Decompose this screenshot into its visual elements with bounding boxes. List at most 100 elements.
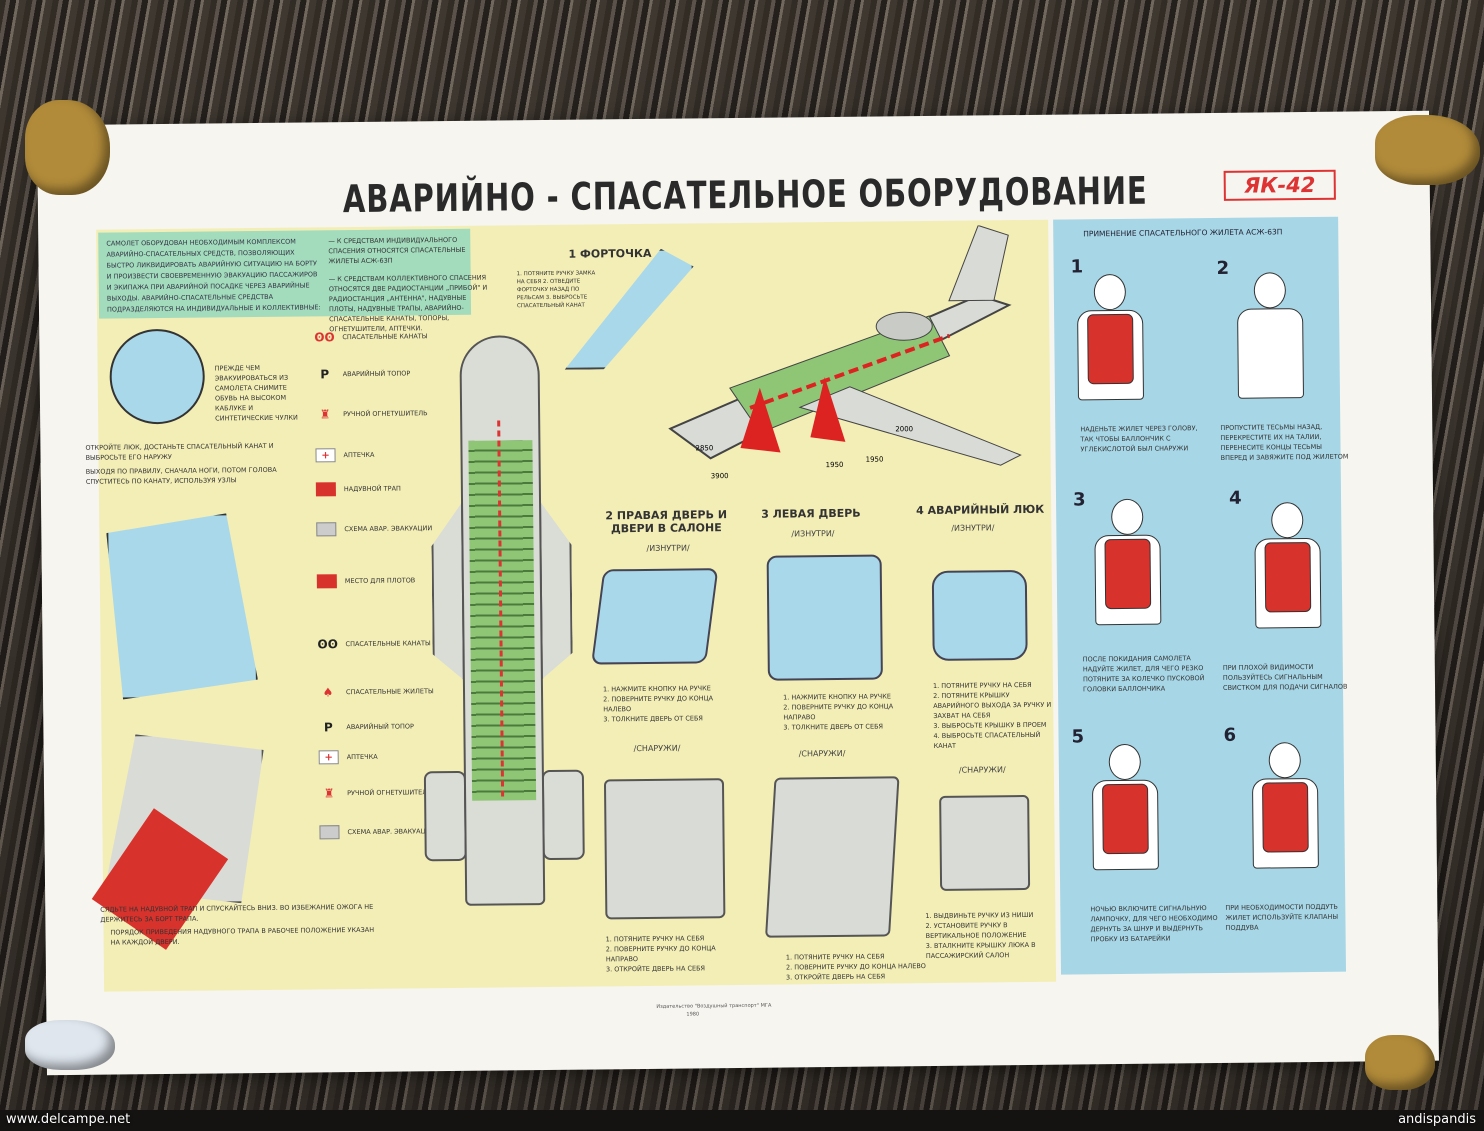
legend-item: Схема авар. эвакуации	[316, 521, 433, 537]
legend-label: Аптечка	[346, 752, 378, 762]
legend-item: P Аварийный топор	[315, 366, 411, 381]
section-outside: /СНАРУЖИ/	[798, 748, 846, 759]
fortochka-title: 1 ФОРТОЧКА	[568, 246, 652, 261]
dim-label: 3900	[711, 472, 729, 480]
inside-steps: 1. Нажмите кнопку на ручке2. Поверните р…	[603, 683, 713, 724]
fortochka-steps: 1. Потяните ручку замка на себя 2. Отвед…	[516, 270, 596, 310]
legend-label: Место для плотов	[344, 576, 416, 586]
section-title: 3 ЛЕВАЯ ДВЕРЬ	[761, 506, 861, 521]
vest-figure	[1084, 743, 1165, 885]
vest-figure	[1069, 273, 1150, 415]
section-outside: /СНАРУЖИ/	[633, 743, 681, 754]
hatch-note: Откройте люк, достаньте спасательный кан…	[85, 441, 274, 462]
legend-label: Надувной трап	[343, 484, 401, 494]
section-outside: /СНАРУЖИ/	[958, 765, 1006, 775]
poster-title: АВАРИЙНО - СПАСАТЕЛЬНОЕ ОБОРУДОВАНИЕ	[342, 168, 1148, 222]
shoes-note: Прежде чем эвакуироваться из самолета сн…	[214, 363, 298, 423]
brass-figurine	[1375, 115, 1480, 185]
outside-steps: 1. Выдвиньте ручку из ниши2. Установите …	[925, 910, 1056, 961]
raft-icon	[316, 574, 337, 589]
legend-label: Аварийный топор	[342, 369, 411, 379]
step: 2. Поверните ручку до конца направо	[783, 702, 894, 722]
step: 2. Потяните крышку аварийного выхода за …	[933, 691, 1052, 720]
vest-figure	[1229, 272, 1310, 413]
legend-label: Ручной огнетушитель	[343, 409, 428, 419]
watermark-left: www.delcampe.net	[6, 1112, 131, 1127]
legend-label: Схема авар. эвакуации	[347, 827, 436, 837]
legend-item: + Аптечка	[318, 750, 378, 765]
hatch-inside-illustration	[931, 569, 1028, 661]
step: 2. Установите ручку в вертикальное полож…	[925, 921, 1027, 941]
evacuation-scheme-icon	[319, 825, 340, 840]
dim-label: 1950	[826, 461, 844, 469]
dim-label: 2000	[895, 425, 913, 433]
extinguisher-icon: ♜	[319, 407, 331, 422]
legend-item: ♠Спасательные жилеты	[318, 684, 434, 699]
evacuation-scheme-icon	[316, 522, 337, 537]
step-caption: При необходимости поддуть жилет использу…	[1225, 902, 1339, 932]
legend-item: ♜Ручной огнетушитель	[319, 785, 432, 800]
porcelain-figurine	[25, 1020, 115, 1070]
aircraft-badge: ЯК-42	[1223, 169, 1336, 201]
step-caption: При плохой видимости пользуйтесь сигналь…	[1222, 662, 1348, 692]
aircraft-3d-illustration: 2850 1950 3900 1950 2000	[668, 224, 1022, 480]
legend-item: Схема авар. эвакуации	[319, 824, 436, 840]
floor-strip	[0, 1110, 1484, 1131]
legend-item: PАварийный топор	[318, 719, 414, 734]
axe-icon: P	[320, 367, 330, 382]
first-aid-icon: +	[318, 750, 339, 765]
legend-item: +Аптечка	[315, 448, 375, 463]
legend-label: Схема авар. эвакуации	[344, 524, 433, 534]
year: 1980	[686, 1011, 700, 1018]
step-number: 4	[1228, 487, 1242, 509]
step: 3. Откройте дверь на себя	[605, 964, 706, 974]
first-aid-icon: +	[315, 448, 336, 463]
slide-icon	[315, 482, 336, 497]
inside-steps: 1. Потяните ручку на себя2. Потяните кры…	[933, 680, 1054, 751]
slide-note-2: Порядок приведения надувного трапа в раб…	[110, 925, 375, 947]
rope-icon: ʘʘ	[314, 330, 335, 345]
door-outside-illustration	[765, 776, 900, 938]
poster: АВАРИЙНО - СПАСАТЕЛЬНОЕ ОБОРУДОВАНИЕ ЯК-…	[37, 110, 1439, 1076]
rope-icon: ʘʘ	[317, 637, 338, 652]
axe-icon: P	[323, 720, 333, 735]
legend-item: ʘʘ Спасательные канаты	[317, 636, 430, 651]
legend-item: Место для плотов	[316, 573, 416, 589]
shoe-illustration	[109, 328, 206, 425]
intro-right-1: — к средствам индивидуального спасения о…	[328, 235, 466, 266]
publisher: Издательство "Воздушный транспорт" МГА	[656, 1002, 772, 1010]
section-title: 2 ПРАВАЯ ДВЕРЬ И ДВЕРИ В САЛОНЕ	[605, 508, 728, 536]
life-vest-icon: ♠	[322, 685, 334, 700]
intro-right-2: — к средствам коллективного спасения отн…	[328, 273, 488, 334]
intro-right: — к средствам индивидуального спасения о…	[328, 235, 489, 333]
slide-note: Сядьте на надувной трап и спускайтесь вн…	[100, 902, 374, 924]
door-inside-illustration	[591, 568, 719, 665]
brass-figurine	[1365, 1035, 1435, 1090]
step: 4. Выбросьте спасательный канат	[933, 730, 1041, 750]
rope-note: Выходя по правилу, сначала ноги, потом г…	[85, 465, 277, 486]
vest-figure	[1086, 498, 1167, 640]
vest-figure	[1244, 742, 1325, 883]
section-inside: /ИЗНУТРИ/	[791, 528, 835, 539]
dim-label: 1950	[866, 455, 884, 463]
legend-item: ʘʘ Спасательные канаты	[314, 329, 427, 344]
extinguisher-icon: ♜	[323, 786, 335, 801]
vest-figure	[1246, 502, 1327, 643]
step-number: 3	[1072, 489, 1086, 511]
outside-steps: 1. Потяните ручку на себя2. Поверните ру…	[786, 951, 926, 982]
inside-steps: 1. Нажмите кнопку на ручке2. Поверните р…	[783, 691, 903, 732]
legend-label: Спасательные канаты	[345, 639, 431, 649]
hatch-outside-illustration	[939, 794, 1031, 891]
section-title: 4 АВАРИЙНЫЙ ЛЮК	[916, 502, 1045, 518]
step: 3. Толкните дверь от себя	[603, 714, 703, 724]
left-engine	[423, 770, 467, 862]
step: 3. Вталкните крышку люка в пассажирский …	[925, 940, 1036, 961]
step: 3. Толкните дверь от себя	[783, 722, 884, 732]
watermark-right: andispandis	[1398, 1112, 1476, 1127]
legend-label: Спасательные канаты	[342, 332, 428, 342]
dim-label: 2850	[695, 444, 713, 452]
right-engine	[541, 769, 585, 861]
step-number: 6	[1223, 724, 1237, 746]
legend-item: ♜ Ручной огнетушитель	[315, 406, 428, 421]
section-inside: /ИЗНУТРИ/	[646, 543, 690, 553]
